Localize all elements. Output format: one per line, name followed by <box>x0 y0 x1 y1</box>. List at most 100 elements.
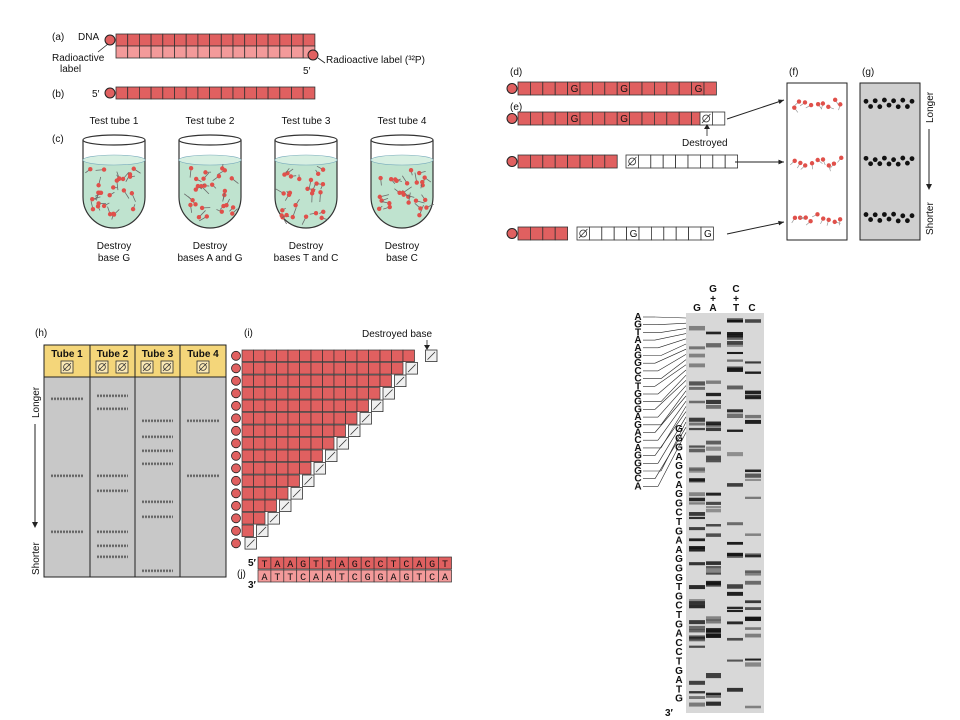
fragment-cell <box>287 412 300 425</box>
fragment-cell <box>264 462 277 475</box>
fragment-cell <box>310 362 323 375</box>
fragment-cell <box>641 81 655 96</box>
label-dot <box>506 228 518 239</box>
dna-top-cell <box>220 33 234 47</box>
destroyed-base-slash <box>117 362 127 372</box>
panel-d-letter: (d) <box>510 67 522 78</box>
fragment-label <box>293 202 298 208</box>
autoradiograph-band <box>689 635 705 639</box>
inner-sequence-base: G <box>675 564 683 575</box>
inner-sequence-base: T <box>676 657 682 668</box>
arrowhead <box>778 99 784 104</box>
fragment-label <box>230 205 236 210</box>
fragment-cell <box>554 226 569 241</box>
fragment-cell <box>391 349 404 362</box>
autoradiograph-band <box>689 478 705 483</box>
dna-top-cell <box>244 33 257 47</box>
fragment-label <box>116 176 122 182</box>
destroyed-base-mark <box>143 363 151 371</box>
destroyed-base-slash <box>627 156 637 167</box>
autoradiograph-band <box>706 694 721 698</box>
autoradiograph-band <box>689 445 705 448</box>
autoradiograph-band <box>689 527 705 531</box>
label-dot <box>231 363 241 374</box>
f-label <box>809 161 815 166</box>
g-band-dot <box>877 104 883 110</box>
tube-caption-2: bases A and G <box>177 253 242 264</box>
fragment-cell <box>276 349 289 362</box>
fragment-cell <box>356 349 369 362</box>
fragment-label <box>203 170 208 175</box>
autoradiograph-band <box>689 702 705 707</box>
fragment-label <box>196 215 202 220</box>
fragment-cell <box>241 374 254 387</box>
unlabeled-cell <box>638 154 652 169</box>
label-dot <box>231 375 241 386</box>
fragment-cell <box>264 474 277 487</box>
fragment-cell <box>604 81 618 96</box>
autoradiograph-band <box>689 386 705 390</box>
destroyed-base-slash <box>258 526 267 535</box>
fragment-label <box>96 201 101 206</box>
g-band-dot <box>877 161 883 167</box>
autoradiograph-band <box>745 600 761 604</box>
g-band-dot <box>863 212 869 217</box>
fragment-cell <box>368 362 381 375</box>
left-sequence-base: G <box>634 397 642 408</box>
fragment-cell <box>264 499 277 512</box>
label-dot <box>231 438 241 449</box>
label-dot <box>231 463 241 474</box>
unlabeled-cell <box>651 226 665 241</box>
autoradiograph-band <box>745 496 761 499</box>
inner-sequence-base: A <box>675 452 682 463</box>
destroyed-base-slash <box>198 362 208 372</box>
autoradiograph-band <box>689 417 705 422</box>
destroyed-base-slash <box>396 376 405 385</box>
fragment-label <box>397 190 402 196</box>
fragment-label <box>388 177 394 182</box>
dna-top-cell <box>209 33 222 47</box>
top-strand-base: T <box>442 560 448 571</box>
g-band-dot <box>891 98 896 104</box>
fragment-cell <box>299 399 312 412</box>
fragment-label <box>320 167 326 172</box>
g-band-dot <box>868 217 873 222</box>
fragment-cell <box>241 437 254 450</box>
autoradiograph-band <box>689 562 705 566</box>
fragment-label <box>318 190 323 195</box>
left-sequence-base: G <box>634 458 642 469</box>
dna-bottom-cell <box>197 45 210 59</box>
autoradiograph-band <box>727 429 743 432</box>
base-g-label: G <box>571 84 579 95</box>
unlabeled-cell <box>687 154 701 169</box>
fragment-cell <box>264 387 277 400</box>
ladder-line <box>654 316 687 319</box>
bottom-strand-cell <box>438 569 452 583</box>
f-label <box>792 105 797 110</box>
bottom-strand-base: A <box>442 573 448 584</box>
fragment-cell <box>287 437 300 450</box>
tube-caption-2: base G <box>98 253 130 264</box>
inner-sequence-base: G <box>675 573 683 584</box>
fragment-cell <box>517 111 531 126</box>
dna-top-cell <box>279 33 292 47</box>
autoradiograph-band <box>689 497 705 502</box>
g-longer: Longer <box>925 91 936 123</box>
fragment-label <box>230 211 235 216</box>
base-g-label: G <box>630 229 638 240</box>
fragment-cell <box>579 111 593 126</box>
autoradiograph-band <box>706 427 721 432</box>
fragment-cell <box>253 499 266 512</box>
fragment-cell <box>241 362 254 375</box>
fragment-cell <box>579 81 593 96</box>
inner-sequence-base: G <box>675 461 683 472</box>
bottom-strand-base: G <box>403 573 409 584</box>
fragment-cell <box>604 111 618 126</box>
g-band-dot <box>895 161 901 167</box>
fragment-cell <box>299 437 312 450</box>
h-longer: Longer <box>31 386 42 418</box>
ladder-line <box>654 333 687 341</box>
autoradiograph-band <box>727 385 743 390</box>
autoradiograph-band <box>727 659 743 662</box>
dna-bottom-cell <box>162 45 175 59</box>
